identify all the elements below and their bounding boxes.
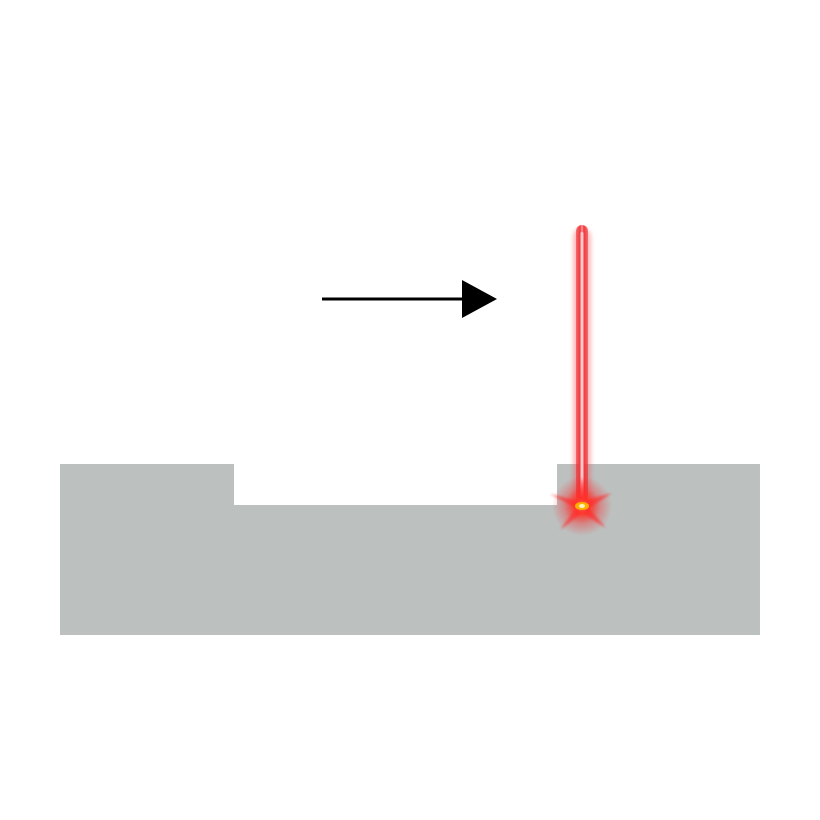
motion-arrow bbox=[322, 280, 497, 318]
laser-beam-core bbox=[580, 232, 584, 504]
arrow-right-icon bbox=[462, 280, 497, 318]
spark-icon bbox=[550, 476, 612, 536]
spark-hot-center bbox=[579, 504, 585, 508]
laser-beam bbox=[573, 225, 591, 510]
workpiece-block bbox=[60, 464, 760, 635]
